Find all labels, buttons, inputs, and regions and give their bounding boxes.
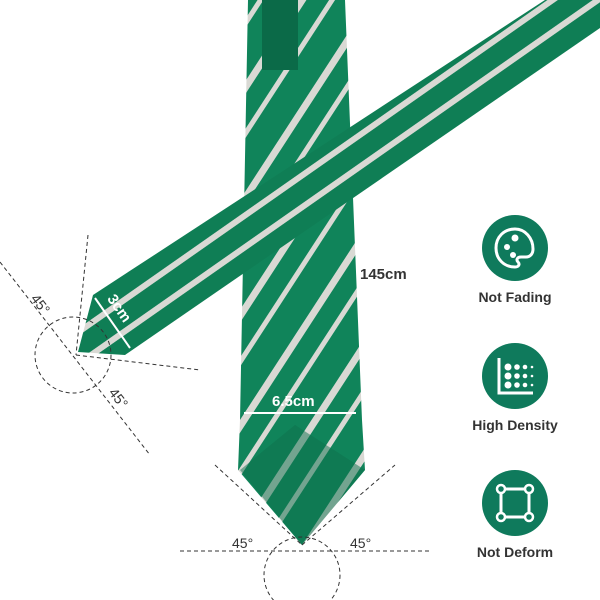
- tie-narrow-blade: [78, 0, 600, 355]
- feature-label: High Density: [472, 417, 558, 433]
- angle-label: 45°: [350, 535, 372, 551]
- feature-high-density: High Density: [465, 343, 565, 433]
- length-label: 145cm: [360, 266, 407, 283]
- tie-keeper-loop: [262, 0, 298, 70]
- feature-not-deform: Not Deform: [465, 470, 565, 560]
- tie-main-blade: [238, 0, 365, 545]
- dimension-arrows: [94, 297, 356, 414]
- feature-not-fading: Not Fading: [465, 215, 565, 305]
- tie-tip-fold: [240, 425, 365, 545]
- width-label: 6.5cm: [272, 393, 315, 410]
- angle-label: 45°: [232, 535, 254, 551]
- palette-icon: [482, 215, 548, 281]
- dot-grid-chart-icon: [482, 343, 548, 409]
- feature-label: Not Deform: [476, 544, 554, 560]
- feature-label: Not Fading: [478, 289, 552, 305]
- square-nodes-icon: [482, 470, 548, 536]
- angle-guides: [0, 234, 430, 600]
